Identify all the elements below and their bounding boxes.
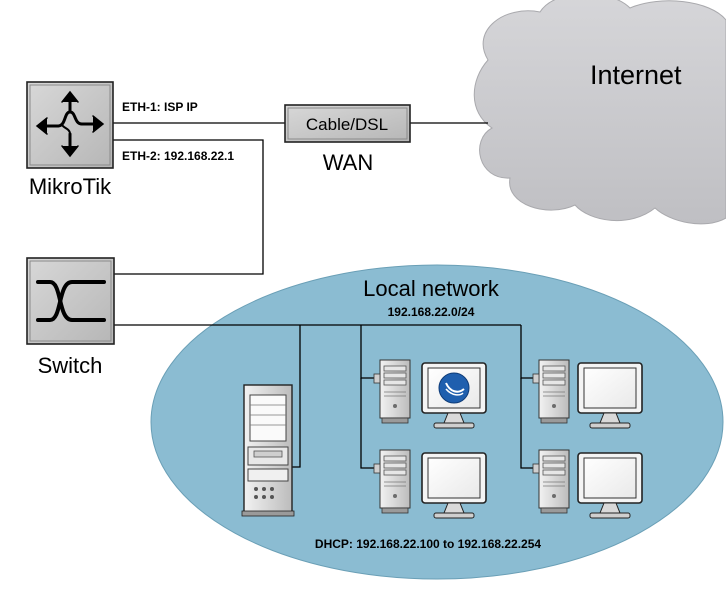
local-network-title: Local network (363, 276, 500, 301)
mikrotik-logo-icon (438, 372, 470, 404)
wan-label: WAN (323, 150, 374, 175)
switch-device: Switch (26, 257, 115, 378)
eth2-label: ETH-2: 192.168.22.1 (122, 149, 234, 163)
wire-pc-4 (520, 378, 533, 469)
local-network-subnet: 192.168.22.0/24 (388, 305, 475, 319)
workstation-1 (373, 359, 487, 429)
modem-label: Cable/DSL (306, 115, 388, 134)
mikrotik-router: MikroTik (26, 81, 114, 199)
eth1-label: ETH-1: ISP IP (122, 100, 198, 114)
wire-pc-2 (360, 378, 374, 469)
wire-server (292, 325, 301, 468)
mikrotik-label: MikroTik (29, 174, 112, 199)
router-arrows-icon (35, 90, 105, 158)
dhcp-range-label: DHCP: 192.168.22.100 to 192.168.22.254 (315, 537, 541, 551)
desktop-computer-icon (373, 359, 487, 429)
server-tower-icon (241, 384, 295, 517)
switch-cross-icon (36, 280, 106, 322)
cloud-icon (473, 0, 726, 225)
server (241, 384, 295, 517)
wire-eth2 (113, 139, 264, 275)
switch-label: Switch (38, 353, 103, 378)
cable-dsl-modem: Cable/DSL WAN (284, 104, 411, 175)
connection-wires (113, 122, 533, 469)
internet-cloud: Internet (473, 0, 726, 225)
internet-label: Internet (590, 60, 682, 90)
